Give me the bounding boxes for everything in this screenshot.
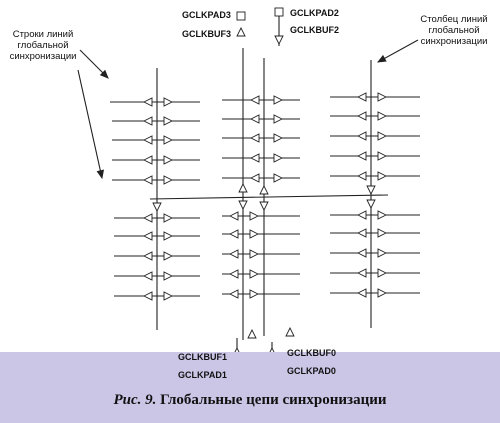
buffer-gclkbuf2 [274,35,284,46]
pin-label-gclkpad3: GCLKPAD3 [182,10,231,20]
row-buffer-left [228,229,239,239]
row-buffer-right [273,133,284,143]
row-buffer-right [377,131,388,141]
pin-label-gclkbuf1: GCLKBUF1 [178,352,227,362]
pin-label-gclkbuf2: GCLKBUF2 [290,25,339,35]
row-buffer-left [142,271,153,281]
row-buffer-left [356,131,367,141]
row-buffer-right [249,249,260,259]
row-buffer-left [356,92,367,102]
row-buffer-right [273,173,284,183]
rows-annotation-line: глобальной [17,40,69,51]
rows-annotation-arrow-head [99,69,109,79]
column-buffer [366,199,376,210]
row-buffer-right [377,210,388,220]
row-buffer-left [249,133,260,143]
column-buffer [366,185,376,196]
row-buffer-left [228,289,239,299]
row-buffer-left [356,151,367,161]
row-buffer-right [377,111,388,121]
row-buffer-left [142,175,153,185]
row-buffer-right [377,92,388,102]
row-buffer-left [249,95,260,105]
row-buffer-right [163,251,174,261]
row-buffer-right [163,155,174,165]
row-buffer-left [228,269,239,279]
row-buffer-right [273,114,284,124]
row-buffer-right [377,268,388,278]
row-buffer-right [163,291,174,301]
pin-label-gclkpad2: GCLKPAD2 [290,8,339,18]
row-buffer-right [249,211,260,221]
rows-annotation-line: синхронизации [9,51,77,62]
buffer-feed [247,328,257,339]
row-buffer-left [142,135,153,145]
row-buffer-right [163,231,174,241]
row-buffer-right [249,289,260,299]
row-buffer-left [249,153,260,163]
row-buffer-left [356,268,367,278]
row-buffer-left [356,228,367,238]
row-buffer-left [249,114,260,124]
column-annotation: Столбец линий глобальной синхронизации [410,14,498,47]
row-buffer-left [142,116,153,126]
row-buffer-right [249,229,260,239]
row-buffer-left [142,213,153,223]
row-buffer-right [163,135,174,145]
buffer-feed [285,326,295,337]
row-buffer-right [273,95,284,105]
row-buffer-right [273,153,284,163]
row-buffer-left [142,155,153,165]
rows-annotation-arrow-head [96,169,105,180]
rows-annotation: Строки линий глобальной синхронизации [2,29,84,62]
row-buffer-left [356,210,367,220]
row-buffer-left [356,288,367,298]
row-buffer-left [228,249,239,259]
pin-label-gclkpad0: GCLKPAD0 [287,366,336,376]
column-buffer [238,182,248,193]
column-buffer [259,184,269,195]
row-buffer-right [163,116,174,126]
row-buffer-right [377,151,388,161]
row-buffer-right [249,269,260,279]
column-annotation-arrow-head [376,54,387,63]
row-buffer-right [163,175,174,185]
caption-bar [0,352,500,423]
row-buffer-left [249,173,260,183]
rows-annotation-line: Строки линий [12,29,74,40]
row-buffer-left [228,211,239,221]
column-annotation-line: синхронизации [420,36,488,47]
row-buffer-right [377,288,388,298]
row-buffer-right [163,271,174,281]
figure-caption: Рис. 9. Глобальные цепи синхронизации [0,392,500,409]
row-buffer-left [142,97,153,107]
row-buffer-left [142,231,153,241]
pin-label-gclkpad1: GCLKPAD1 [178,370,227,380]
figure-label: Рис. 9. [113,392,157,408]
column-annotation-line: глобальной [428,25,480,36]
row-buffer-left [356,248,367,258]
rows-annotation-arrow [77,69,103,179]
row-buffer-left [142,291,153,301]
row-buffer-right [163,213,174,223]
clock-bus [149,194,389,200]
row-buffer-right [377,171,388,181]
row-buffer-left [142,251,153,261]
pad-gclkpad2 [274,7,284,17]
row-buffer-right [377,228,388,238]
pin-label-gclkbuf0: GCLKBUF0 [287,348,336,358]
column-annotation-line: Столбец линий [420,14,488,25]
row-buffer-right [377,248,388,258]
column-buffer [152,202,162,213]
pad-gclkpad3 [236,11,246,21]
column-buffer [238,200,248,211]
figure-title: Глобальные цепи синхронизации [160,392,387,408]
column-buffer [259,201,269,212]
row-buffer-right [163,97,174,107]
pin-label-gclkbuf3: GCLKBUF3 [182,29,231,39]
row-buffer-left [356,171,367,181]
buffer-gclkbuf3 [236,26,246,37]
row-buffer-left [356,111,367,121]
